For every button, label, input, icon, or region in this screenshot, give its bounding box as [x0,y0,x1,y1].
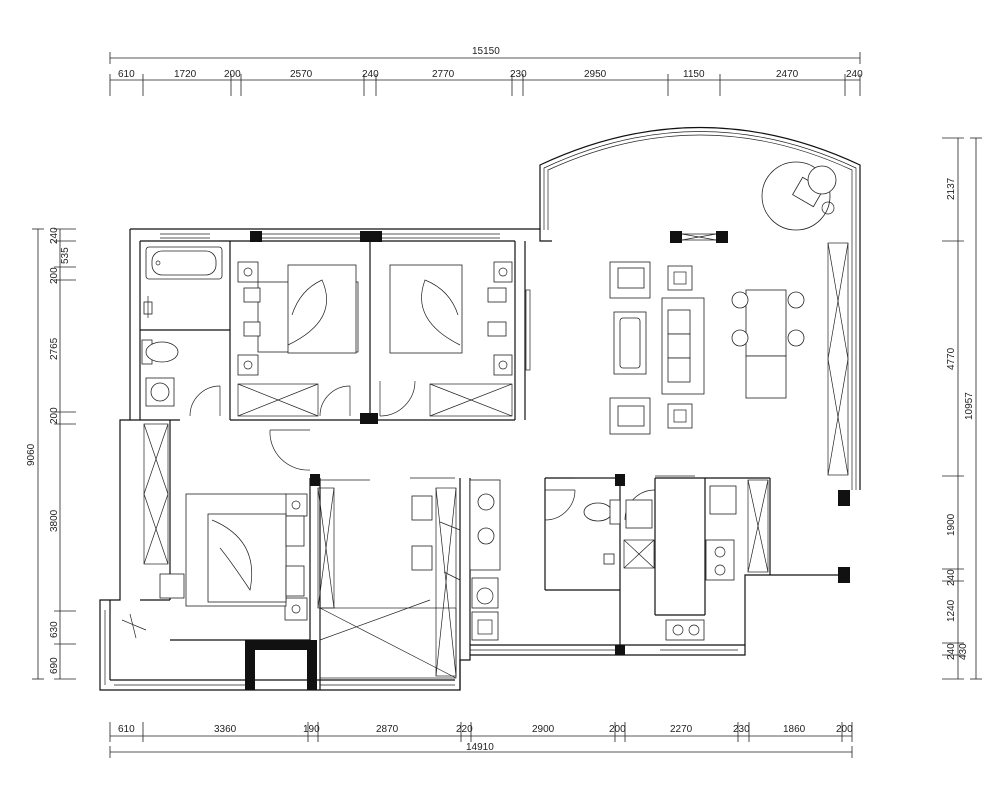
dim-top-seg-6: 2770 [432,69,455,80]
toilet-third-bath [583,499,621,565]
washing-machine [471,577,499,641]
dim-bottom-seg-8: 2270 [670,724,693,735]
dimension-bottom: 610 3360 190 2870 220 2900 200 2270 230 … [109,722,853,758]
wardrobes [143,242,849,679]
dim-bottom-seg-10: 1860 [783,724,806,735]
dim-bottom-seg-7: 200 [609,724,626,735]
bed-3 [159,493,308,621]
dim-right-overall: 10957 [964,392,975,420]
dim-bottom-seg-4: 2870 [376,724,399,735]
dim-bottom-seg-11: 200 [836,724,853,735]
dim-right-seg-7: 430 [958,643,969,660]
dim-top-seg-8: 2950 [584,69,607,80]
balcony-lounge [761,161,837,231]
dim-bottom-seg-1: 610 [118,724,135,735]
dim-left-seg-8: 690 [49,657,60,674]
dim-bottom-seg-9: 230 [733,724,750,735]
doors [189,380,695,641]
dim-left-seg-2: 535 [60,247,71,264]
dim-left-seg-4: 2765 [49,337,60,360]
dim-bottom-seg-2: 3360 [214,724,237,735]
dim-left-seg-3: 200 [49,267,60,284]
plants [121,521,461,639]
dim-bottom-seg-5: 220 [456,724,473,735]
dim-bottom-overall: 14910 [466,742,494,753]
dim-right-seg-6: 240 [946,643,957,660]
dim-left-seg-5: 200 [49,407,60,424]
bathtub [145,246,223,280]
dim-top-seg-1: 610 [118,69,135,80]
basins-second-bath [411,479,501,571]
dim-top-seg-5: 240 [362,69,379,80]
dim-top-seg-2: 1720 [174,69,197,80]
dim-bottom-seg-6: 2900 [532,724,555,735]
dim-right-seg-1: 2137 [946,177,957,200]
dim-left-seg-7: 630 [49,621,60,638]
dim-left-seg-6: 3800 [49,509,60,532]
kitchen-fixtures [625,485,737,641]
dim-top-seg-11: 240 [846,69,863,80]
windows [104,233,738,686]
dining-table [731,289,805,399]
dim-top-overall: 15150 [472,46,500,57]
sofa-set [609,261,705,435]
dim-top-seg-9: 1150 [683,69,705,80]
shower-fixture [143,296,153,318]
bed-1 [237,261,359,376]
dim-left-overall: 9060 [26,443,37,466]
dim-left-seg-1: 240 [49,227,60,244]
structural-columns [245,231,850,690]
dimension-left: 9060 240 535 200 2765 200 3800 630 690 [26,227,76,680]
dimension-right: 2137 4770 1900 240 1240 240 430 10957 [942,137,982,680]
dim-right-seg-2: 4770 [946,347,957,370]
dim-right-seg-5: 1240 [946,599,957,622]
dim-top-seg-4: 2570 [290,69,313,80]
dim-top-seg-3: 200 [224,69,241,80]
toilet-master-bath [141,339,179,365]
dimension-top: 15150 610 1720 200 2570 240 2770 230 295… [109,46,863,96]
dim-top-seg-7: 230 [510,69,527,80]
basin-master-bath [145,377,175,407]
bed-2 [389,261,513,376]
dim-right-seg-4: 240 [946,569,957,586]
dim-top-seg-10: 2470 [776,69,799,80]
dim-bottom-seg-3: 190 [303,724,320,735]
dim-right-seg-3: 1900 [946,513,957,536]
